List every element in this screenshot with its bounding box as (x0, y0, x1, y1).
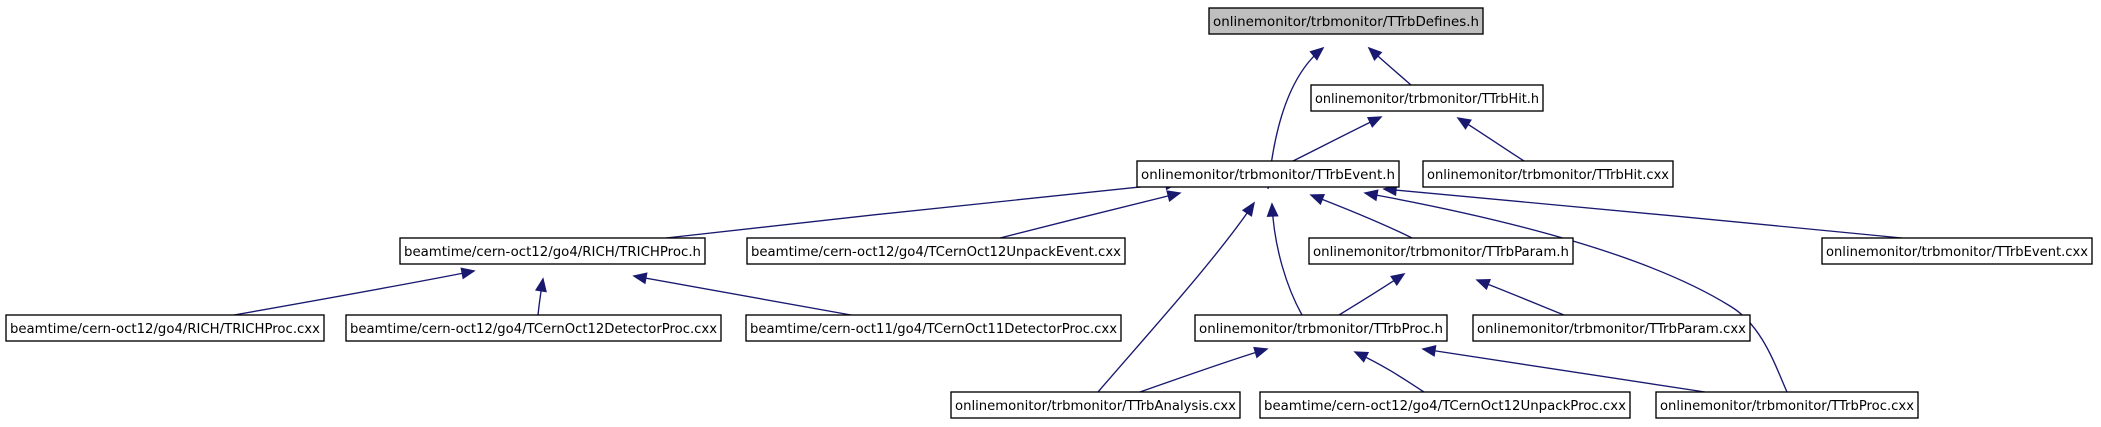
edge-ttrbevent-cxx-to-ttrbevent-h (1382, 184, 1903, 239)
edge-trichproc-h-to-ttrbevent-h (665, 178, 1180, 239)
edge-line (1292, 116, 1382, 162)
node-box (1308, 237, 1574, 265)
arrowhead (1253, 346, 1269, 359)
arrowhead (1456, 117, 1472, 130)
edge-line (633, 275, 852, 316)
arrowhead (1390, 273, 1406, 287)
arrowhead (1166, 190, 1182, 202)
edge-line (1422, 348, 1706, 393)
node-box (950, 391, 1241, 419)
node-tcernoct12detectorproc-cxx[interactable]: beamtime/cern-oct12/go4/TCernOct12Detect… (345, 314, 722, 342)
edge-line (1139, 348, 1268, 393)
node-tcernoct12unpackproc-cxx[interactable]: beamtime/cern-oct12/go4/TCernOct12Unpack… (1259, 391, 1631, 419)
node-ttrbparam-h[interactable]: onlinemonitor/trbmonitor/TTrbParam.h (1308, 237, 1574, 265)
node-label: onlinemonitor/trbmonitor/TTrbDefines.h (1213, 14, 1479, 30)
node-ttrbhit-cxx[interactable]: onlinemonitor/trbmonitor/TTrbHit.cxx (1422, 160, 1674, 188)
edge-line (1097, 202, 1255, 393)
node-box (1821, 237, 2093, 265)
graph-edges (233, 46, 1903, 393)
node-box (1136, 160, 1400, 188)
edge-line (1271, 203, 1303, 316)
edge-tcernoct12unpackevent-cxx-to-ttrbevent-h (999, 190, 1182, 239)
node-ttrbproc-h[interactable]: onlinemonitor/trbmonitor/TTrbProc.h (1194, 314, 1448, 342)
arrowhead (1366, 116, 1383, 128)
node-label: beamtime/cern-oct12/go4/TCernOct12Detect… (350, 321, 717, 337)
edge-ttrbhit-h-to-ttrbdefines-h (1367, 46, 1412, 86)
node-label: onlinemonitor/trbmonitor/TTrbEvent.cxx (1826, 244, 2088, 260)
edge-line (1364, 192, 1788, 393)
edge-tcernoct12unpackproc-cxx-to-ttrbproc-h (1353, 351, 1425, 393)
edge-line (665, 182, 1179, 239)
edge-ttrbanalysis-cxx-to-ttrbproc-h (1139, 346, 1269, 393)
node-label: onlinemonitor/trbmonitor/TTrbParam.h (1313, 244, 1569, 260)
node-trichproc-h[interactable]: beamtime/cern-oct12/go4/RICH/TRICHProc.h (399, 237, 706, 265)
edge-line (1476, 279, 1565, 316)
node-box (1259, 391, 1631, 419)
edge-ttrbparam-h-to-ttrbevent-h (1309, 194, 1413, 239)
node-box (345, 314, 722, 342)
node-ttrbevent-cxx[interactable]: onlinemonitor/trbmonitor/TTrbEvent.cxx (1821, 237, 2093, 265)
node-ttrbevent-h[interactable]: onlinemonitor/trbmonitor/TTrbEvent.h (1136, 160, 1400, 188)
node-label: onlinemonitor/trbmonitor/TTrbHit.cxx (1427, 167, 1669, 183)
graph-nodes: onlinemonitor/trbmonitor/TTrbDefines.h on… (5, 7, 2093, 419)
node-box (1472, 314, 1751, 342)
node-tcernoct11detectorproc-cxx[interactable]: beamtime/cern-oct11/go4/TCernOct11Detect… (745, 314, 1122, 342)
node-box (1655, 391, 1919, 419)
node-box (745, 314, 1122, 342)
node-box (399, 237, 706, 265)
arrowhead (1363, 189, 1379, 202)
node-label: onlinemonitor/trbmonitor/TTrbProc.cxx (1660, 398, 1914, 414)
arrowhead (1367, 46, 1383, 62)
node-box (1310, 84, 1544, 112)
edge-ttrbhit-cxx-to-ttrbhit-h (1456, 117, 1525, 162)
node-ttrbparam-cxx[interactable]: onlinemonitor/trbmonitor/TTrbParam.cxx (1472, 314, 1751, 342)
node-box (1208, 7, 1484, 35)
arrowhead (1266, 202, 1279, 217)
node-box (1422, 160, 1674, 188)
node-trichproc-cxx[interactable]: beamtime/cern-oct12/go4/RICH/TRICHProc.c… (5, 314, 325, 342)
arrowhead (1309, 46, 1325, 61)
edge-line (999, 192, 1181, 239)
arrowhead (1421, 345, 1437, 357)
arrowhead (1241, 201, 1255, 217)
edge-ttrbanalysis-cxx-to-ttrbevent-h (1097, 201, 1255, 393)
edge-ttrbproc-h-to-ttrbparam-h (1338, 273, 1406, 316)
node-box (5, 314, 325, 342)
edge-line (1383, 188, 1903, 239)
edge-ttrbproc-h-to-ttrbevent-h (1266, 202, 1303, 316)
arrowhead (460, 267, 476, 280)
node-label: onlinemonitor/trbmonitor/TTrbHit.h (1315, 91, 1539, 107)
arrowhead (632, 272, 648, 285)
node-label: beamtime/cern-oct12/go4/RICH/TRICHProc.c… (10, 321, 320, 337)
node-box (746, 237, 1126, 265)
node-label: beamtime/cern-oct12/go4/RICH/TRICHProc.h (404, 244, 701, 260)
node-label: onlinemonitor/trbmonitor/TTrbProc.h (1199, 321, 1443, 337)
node-ttrbanalysis-cxx[interactable]: onlinemonitor/trbmonitor/TTrbAnalysis.cx… (950, 391, 1241, 419)
arrowhead (534, 277, 547, 293)
node-label: onlinemonitor/trbmonitor/TTrbEvent.h (1141, 167, 1395, 183)
arrowhead (1475, 279, 1491, 291)
edge-ttrbevent-h-to-ttrbhit-h (1292, 116, 1383, 162)
node-label: beamtime/cern-oct11/go4/TCernOct11Detect… (750, 321, 1117, 337)
arrowhead (1353, 351, 1370, 363)
edge-tcernoct11detectorproc-cxx-to-trichproc-h (632, 272, 852, 316)
node-ttrbproc-cxx[interactable]: onlinemonitor/trbmonitor/TTrbProc.cxx (1655, 391, 1919, 419)
node-label: onlinemonitor/trbmonitor/TTrbParam.cxx (1477, 321, 1746, 337)
node-box (1194, 314, 1448, 342)
node-tcernoct12unpackevent-cxx[interactable]: beamtime/cern-oct12/go4/TCernOct12Unpack… (746, 237, 1126, 265)
node-label: beamtime/cern-oct12/go4/TCernOct12Unpack… (751, 244, 1121, 260)
edge-line (233, 270, 475, 316)
edge-tcernoct12detectorproc-cxx-to-trichproc-h (534, 277, 547, 316)
edge-ttrbproc-cxx-to-ttrbproc-h (1421, 345, 1706, 393)
node-ttrbdefines-h[interactable]: onlinemonitor/trbmonitor/TTrbDefines.h (1208, 7, 1484, 35)
edge-ttrbproc-cxx-to-ttrbevent-h (1363, 189, 1788, 393)
edge-line (1310, 194, 1413, 239)
arrowhead (1309, 194, 1325, 206)
node-label: beamtime/cern-oct12/go4/TCernOct12Unpack… (1264, 398, 1626, 414)
node-ttrbhit-h[interactable]: onlinemonitor/trbmonitor/TTrbHit.h (1310, 84, 1544, 112)
node-label: onlinemonitor/trbmonitor/TTrbAnalysis.cx… (955, 398, 1236, 414)
edge-ttrbparam-cxx-to-ttrbparam-h (1475, 279, 1565, 316)
edge-trichproc-cxx-to-trichproc-h (233, 267, 476, 316)
